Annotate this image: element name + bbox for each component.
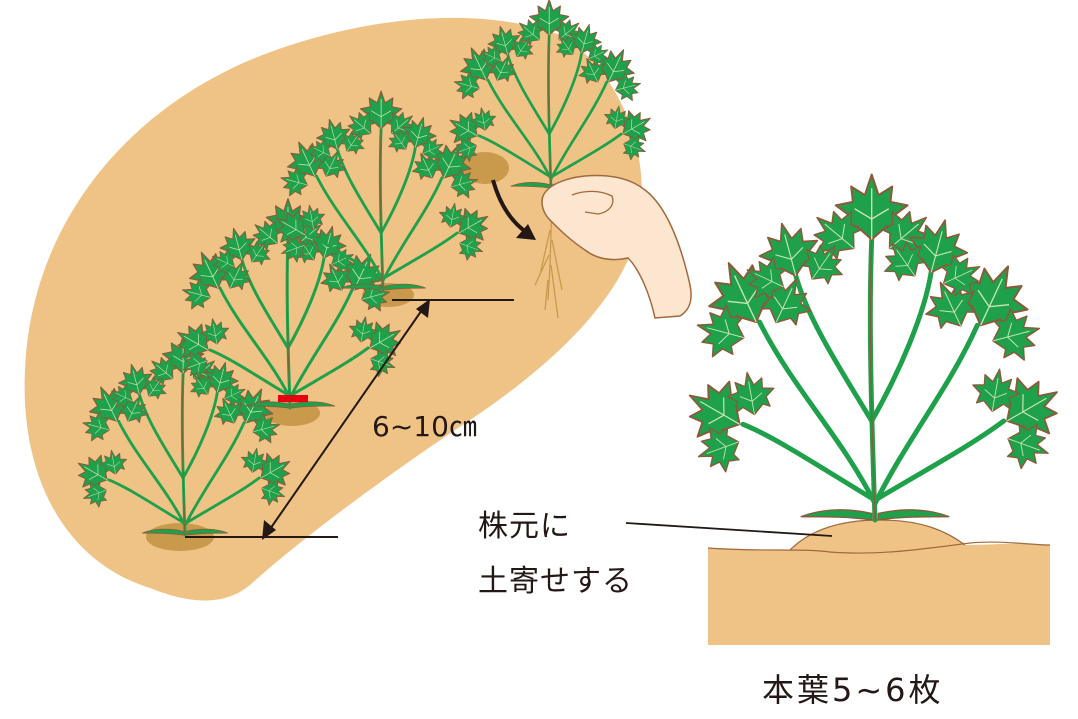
spacing-arrowhead-upper (416, 299, 430, 318)
planting-hole-4-empty (461, 152, 509, 184)
pull-arrow (491, 179, 528, 234)
hill-instruction-line2: 土寄せする (478, 564, 633, 599)
spacing-label: 6~10㎝ (372, 410, 477, 443)
pulled-seedling (433, 0, 668, 319)
cut-mark (278, 395, 308, 402)
leaf-count-label: 本葉5~6枚 (762, 671, 944, 709)
hand-icon (541, 174, 692, 319)
spacing-arrowhead-lower (262, 520, 276, 540)
pull-arrowhead (516, 224, 536, 240)
hill-instruction-line1: 株元に (478, 509, 571, 544)
soil-surface-line (707, 541, 1051, 554)
hilled-soil (708, 520, 1050, 645)
hand-thumb (571, 190, 614, 215)
hill-leader-line (625, 522, 833, 537)
spacing-arrow (267, 306, 425, 533)
grown-plant (658, 175, 1078, 520)
